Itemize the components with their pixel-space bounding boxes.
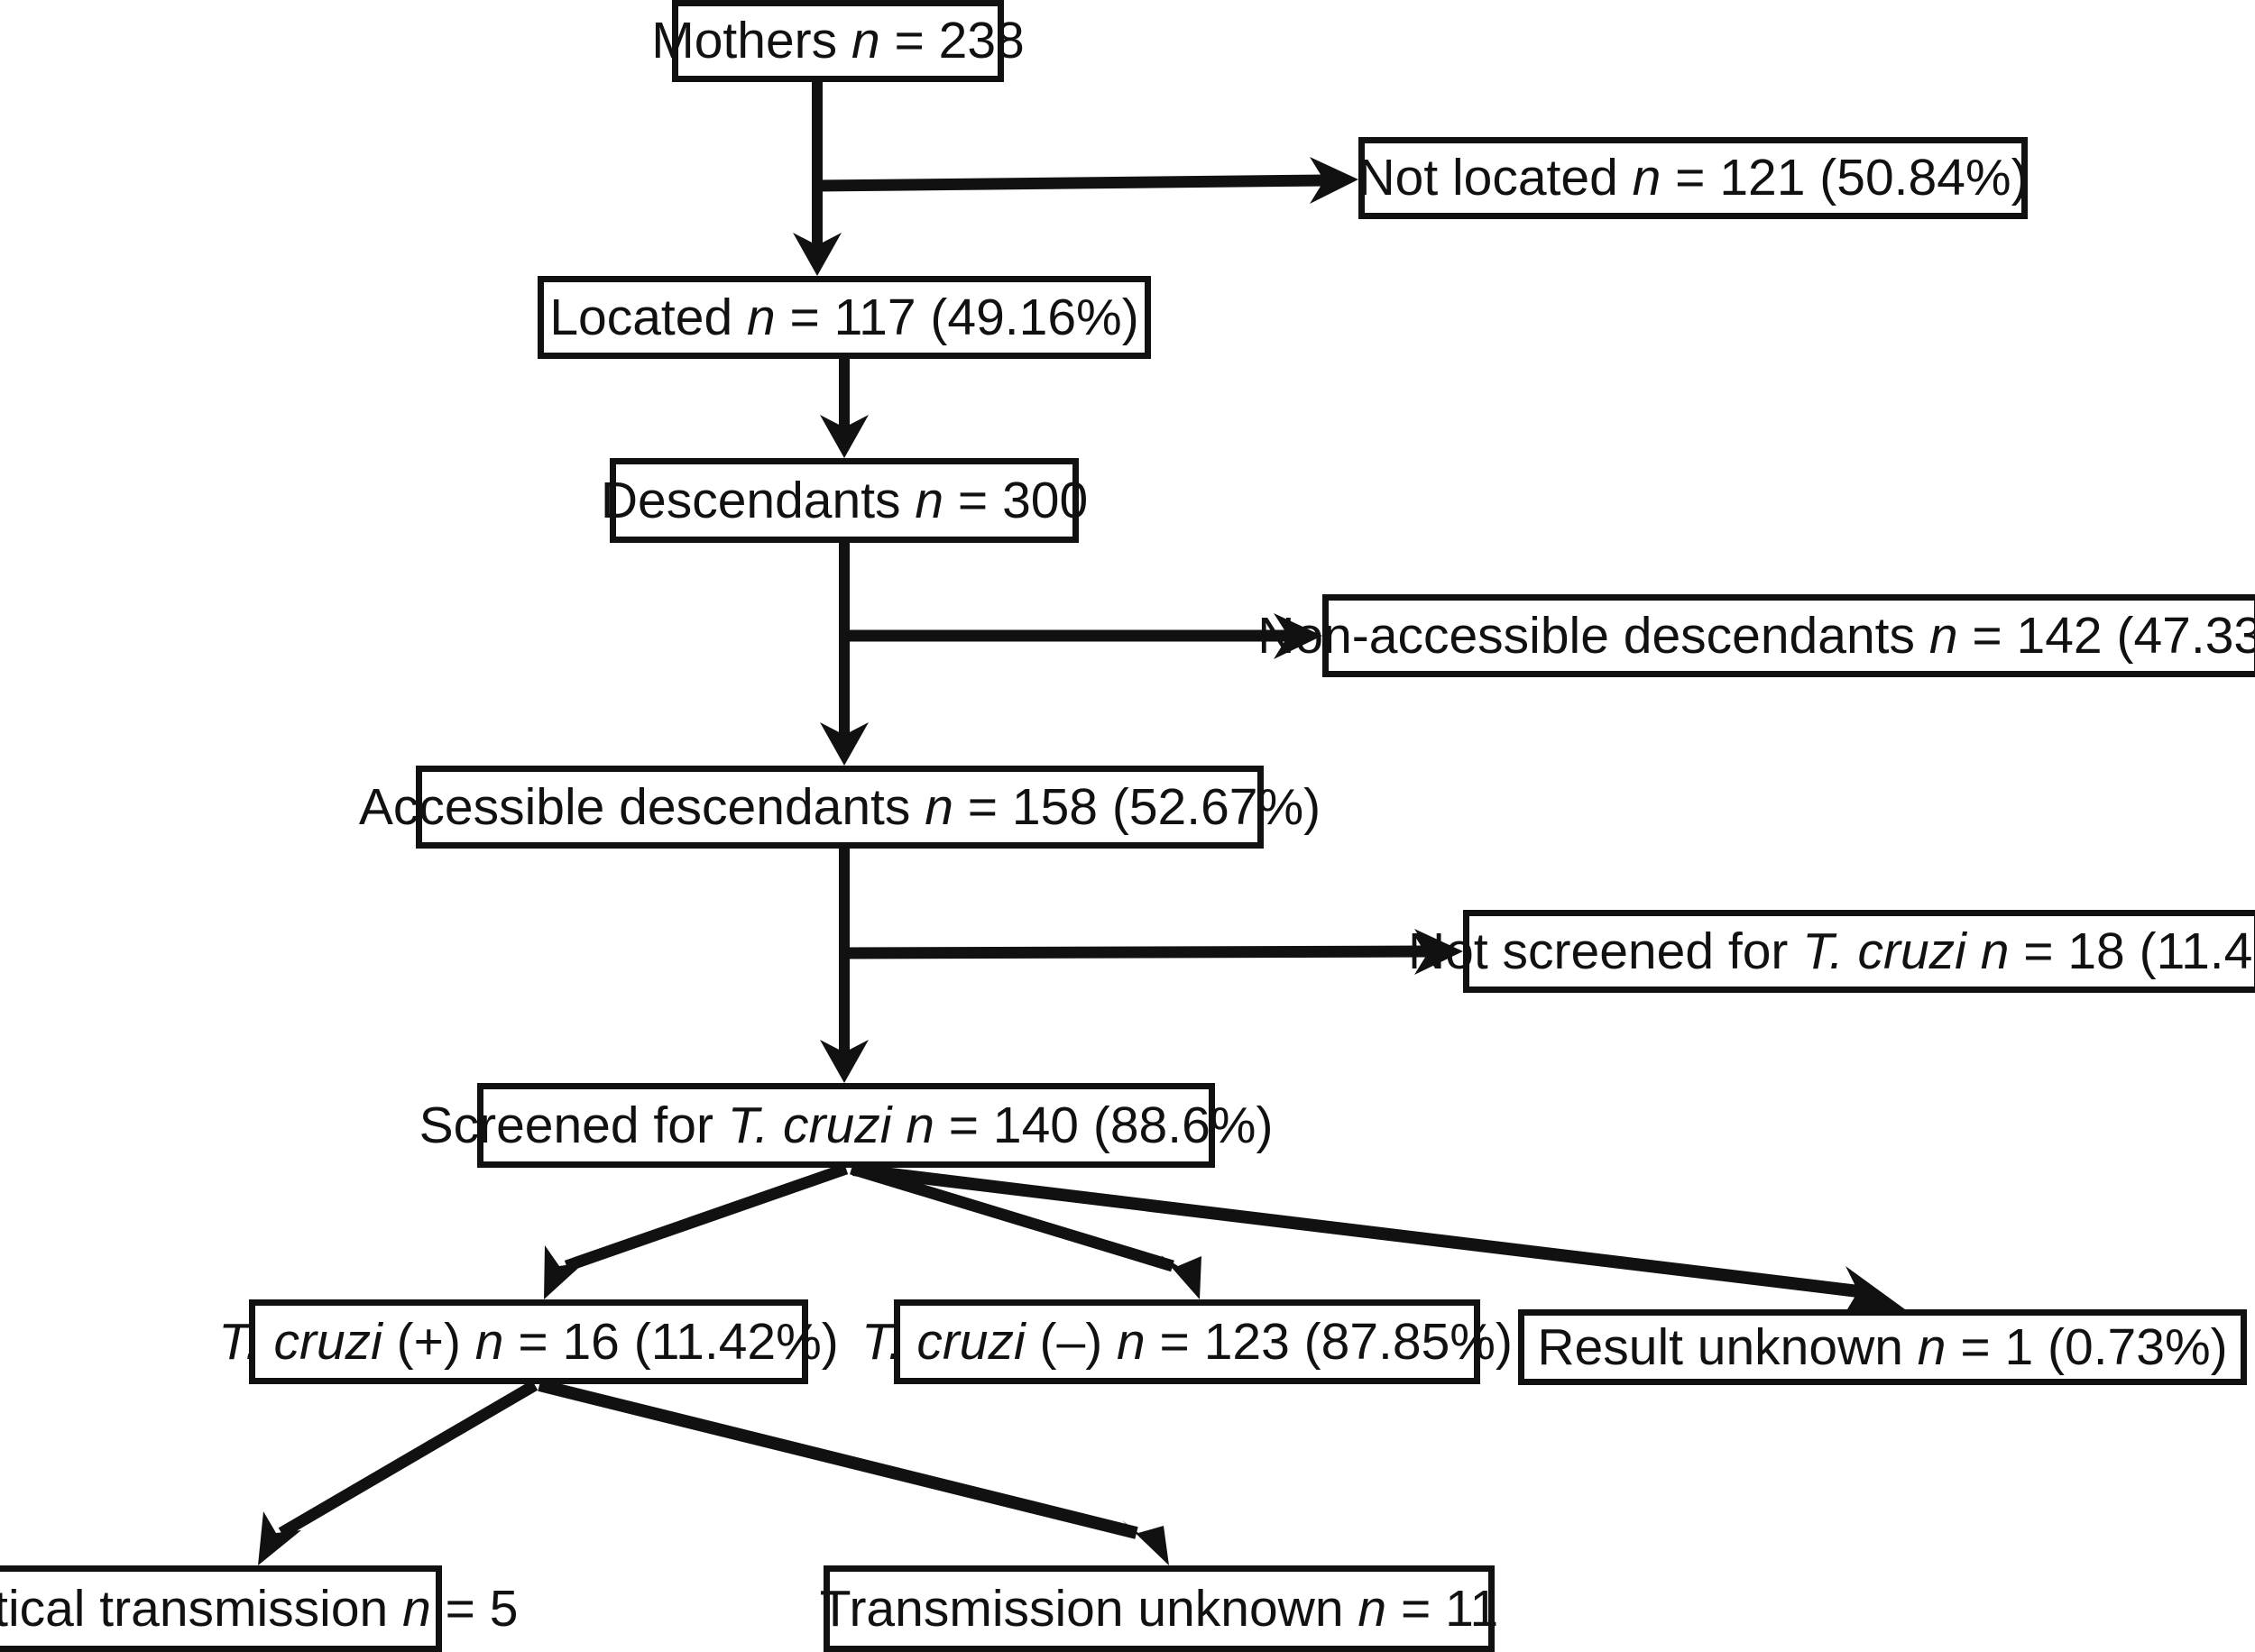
edge-accessible-to-screened	[820, 849, 869, 1083]
node-mothers[interactable]: Mothers n = 238	[651, 0, 1025, 82]
node-result-unknown-label: Result unknown n = 1 (0.73%)	[1537, 1317, 2228, 1376]
node-descendants[interactable]: Descendants n = 300	[601, 458, 1088, 543]
node-mothers-label: Mothers n = 238	[651, 12, 1025, 69]
node-accessible-descendants[interactable]: Accessible descendants n = 158 (52.67%)	[359, 766, 1321, 849]
edge-mothers-to-not-located	[816, 157, 1358, 204]
node-located-label: Located n = 117 (49.16%)	[549, 288, 1139, 346]
edge-screened-to-t-cruzi-positive	[544, 1162, 849, 1299]
node-not-located-label: Not located n = 121 (50.84%)	[1358, 149, 2029, 206]
edge-mothers-to-located	[793, 82, 842, 276]
node-screened-label: Screened for T. cruzi n = 140 (88.6%)	[419, 1096, 1274, 1154]
edge-located-to-descendants	[820, 359, 869, 458]
node-screened[interactable]: Screened for T. cruzi n = 140 (88.6%)	[419, 1083, 1273, 1168]
edge-screened-to-t-cruzi-negative	[850, 1162, 1201, 1299]
node-vertical-transmission-label: Vertical transmission n = 5	[0, 1579, 519, 1638]
node-accessible-descendants-label: Accessible descendants n = 158 (52.67%)	[358, 777, 1321, 836]
node-not-screened[interactable]: Not screened for T. cruzi n = 18 (11.4%)	[1408, 910, 2255, 993]
node-non-accessible-descendants[interactable]: Non-accessible descendants n = 142 (47.3…	[1257, 594, 2255, 677]
node-not-located[interactable]: Not located n = 121 (50.84%)	[1358, 137, 2029, 219]
edge-descendants-to-accessible	[820, 543, 869, 766]
node-located[interactable]: Located n = 117 (49.16%)	[538, 276, 1151, 359]
node-t-cruzi-negative[interactable]: T. cruzi (–) n = 123 (87.85%)	[861, 1299, 1513, 1384]
node-descendants-label: Descendants n = 300	[600, 471, 1089, 529]
node-non-accessible-descendants-label: Non-accessible descendants n = 142 (47.3…	[1257, 606, 2255, 665]
node-vertical-transmission[interactable]: Vertical transmission n = 5	[0, 1565, 518, 1652]
node-t-cruzi-positive[interactable]: T. cruzi (+) n = 16 (11.42%)	[218, 1299, 839, 1384]
edge-t-cruzi-positive-to-transmission-unknown	[538, 1379, 1169, 1565]
node-t-cruzi-positive-label: T. cruzi (+) n = 16 (11.42%)	[218, 1312, 839, 1371]
node-result-unknown[interactable]: Result unknown n = 1 (0.73%)	[1518, 1309, 2247, 1385]
edge-t-cruzi-positive-to-vertical-transmission	[258, 1380, 538, 1565]
edge-accessible-to-not-screened	[843, 929, 1463, 975]
node-t-cruzi-negative-label: T. cruzi (–) n = 123 (87.85%)	[861, 1312, 1513, 1371]
node-transmission-unknown[interactable]: Transmission unknown n = 11	[820, 1565, 1498, 1652]
node-not-screened-label: Not screened for T. cruzi n = 18 (11.4%)	[1408, 922, 2255, 980]
node-transmission-unknown-label: Transmission unknown n = 11	[819, 1579, 1499, 1638]
edge-screened-to-result-unknown	[852, 1163, 1905, 1309]
